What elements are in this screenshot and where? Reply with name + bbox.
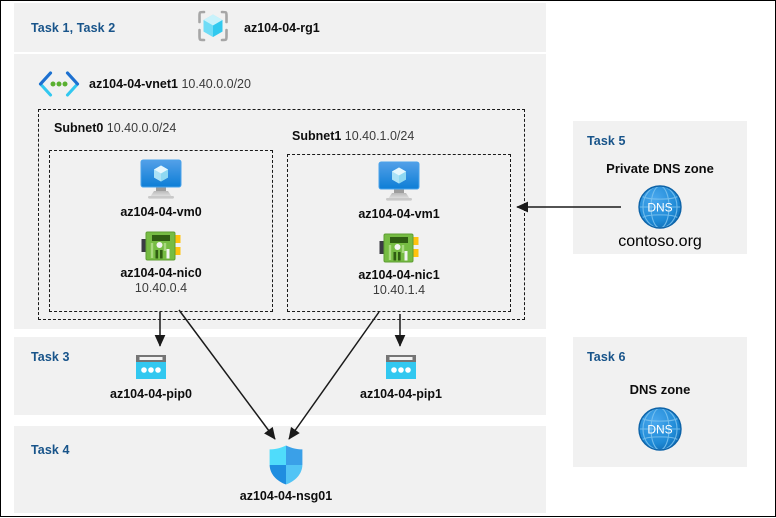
task-label-6: Task 6	[587, 350, 626, 364]
subnets-container	[38, 109, 525, 320]
svg-text:DNS: DNS	[647, 423, 672, 437]
pip1-node[interactable]: az104-04-pip1	[351, 353, 451, 402]
vm1-node[interactable]: az104-04-vm1	[349, 159, 449, 222]
vm0-name: az104-04-vm0	[120, 205, 202, 219]
resource-group-name: az104-04-rg1	[244, 21, 320, 35]
nic0-node[interactable]: az104-04-nic0 10.40.0.4	[111, 229, 211, 296]
task-label-5: Task 5	[587, 134, 626, 148]
nic1-name: az104-04-nic1	[358, 268, 440, 282]
virtual-machine-icon	[378, 161, 420, 201]
private-dns-zone-title: Private DNS zone	[606, 161, 714, 176]
nsg-name: az104-04-nsg01	[239, 489, 333, 503]
vnet-name: az104-04-vnet1	[89, 77, 178, 91]
virtual-machine-icon	[140, 159, 182, 199]
dns-zone-title: DNS zone	[629, 382, 691, 397]
task-label-3: Task 3	[31, 350, 70, 364]
public-ip-address-icon	[136, 355, 166, 379]
subnet0-name: Subnet0	[54, 121, 104, 135]
nic1-ip: 10.40.1.4	[372, 283, 426, 297]
nic1-node[interactable]: az104-04-nic1 10.40.1.4	[349, 231, 449, 298]
subnet1-cidr: 10.40.1.0/24	[344, 129, 415, 143]
nic0-ip: 10.40.0.4	[134, 281, 188, 295]
subnet1-name: Subnet1	[292, 129, 342, 143]
task-label-4: Task 4	[31, 443, 70, 457]
task3-panel	[14, 337, 546, 415]
subnet0-title: Subnet0 10.40.0.0/24	[54, 121, 176, 135]
network-interface-icon	[141, 231, 181, 261]
private-dns-zone-name: contoso.org	[618, 233, 702, 250]
vm0-node[interactable]: az104-04-vm0	[111, 157, 211, 220]
network-interface-icon	[379, 233, 419, 263]
resource-group-panel	[14, 3, 546, 52]
nic0-name: az104-04-nic0	[120, 266, 202, 280]
vnet-panel	[14, 54, 546, 329]
subnet1-title: Subnet1 10.40.1.0/24	[292, 129, 414, 143]
dns-zone-node[interactable]: DNS	[573, 405, 747, 453]
virtual-network-icon	[37, 71, 81, 97]
private-dns-zone-node[interactable]: DNS contoso.org	[573, 183, 747, 251]
vm1-name: az104-04-vm1	[358, 207, 440, 221]
nsg-node[interactable]: az104-04-nsg01	[236, 444, 336, 504]
public-ip-address-icon	[386, 355, 416, 379]
subnet0-cidr: 10.40.0.0/24	[106, 121, 177, 135]
subnet1-box	[287, 154, 511, 312]
vnet-title: az104-04-vnet1 10.40.0.0/20	[89, 77, 251, 91]
pip1-name: az104-04-pip1	[360, 387, 442, 401]
vnet-cidr: 10.40.0.0/20	[181, 77, 251, 91]
dns-globe-icon: DNS	[638, 407, 682, 451]
pip0-name: az104-04-pip0	[110, 387, 192, 401]
svg-text:DNS: DNS	[647, 201, 672, 215]
dns-globe-icon: DNS	[638, 185, 682, 229]
pip0-node[interactable]: az104-04-pip0	[101, 353, 201, 402]
task-label-1-2: Task 1, Task 2	[31, 21, 116, 35]
resource-group-cube-icon	[194, 7, 232, 45]
subnet0-box	[49, 150, 273, 312]
network-security-group-shield-icon	[269, 445, 303, 485]
